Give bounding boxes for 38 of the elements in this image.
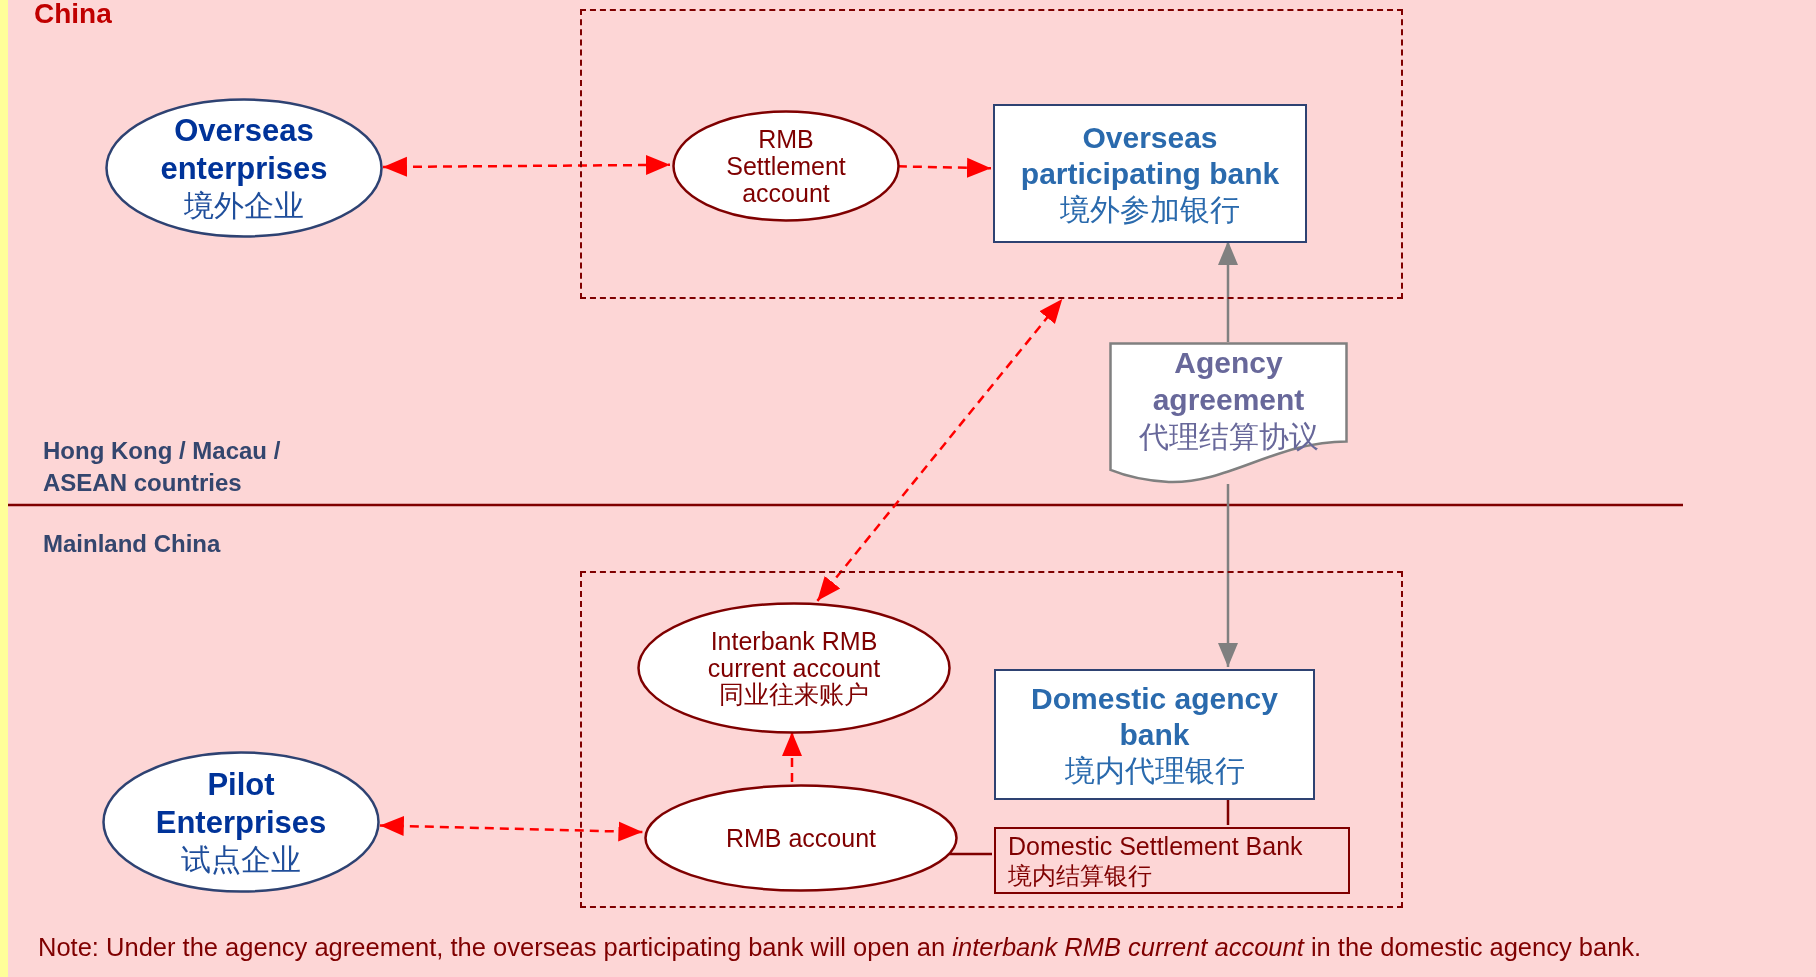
bank-name: Domestic Settlement Bank [1008,830,1303,861]
chinese-name: 试点企业 [181,842,301,878]
arrow [1218,484,1238,667]
bank-box [993,104,1307,243]
region-label: Hong Kong / Macau / ASEAN countries [43,436,282,498]
account-ellipse [637,602,951,734]
connector-line [1226,798,1230,825]
arrow [782,732,802,783]
arrow [379,816,643,842]
chinese-name: 境外企业 [184,188,304,224]
enterprise-ellipse [105,98,383,238]
entity-name: Pilot Enterprises [154,766,328,842]
arrow [382,155,671,177]
note-text: Note: Under the agency agreement, the overseas participating bank will open an interbank RMB current account in the domestic agency bank. [38,933,1642,962]
document-title: Agency agreement [1151,345,1306,418]
enterprise-ellipse [102,751,380,893]
chinese-name: 境内结算银行 [1008,861,1152,891]
account-name: RMB Settlement account [725,125,847,207]
bank-name: Domestic agency bank [1030,680,1279,753]
bank-box [994,827,1350,894]
chinese-name: 代理结算协议 [1138,419,1319,455]
bank-box [994,669,1315,800]
bank-name: Overseas participating bank [1019,119,1281,192]
account-ellipse [644,784,958,892]
account-name: RMB account [725,824,877,852]
connector-line [947,852,992,856]
arrow [1218,241,1238,342]
account-name: Interbank RMB current account [706,628,882,682]
dashed-boundary-box [580,571,1403,908]
arrow [816,298,1064,602]
entity-name: Overseas enterprises [159,112,329,188]
chinese-name: 同业往来账户 [719,682,869,708]
region-label: Mainland China [43,530,221,558]
region-title: China [34,0,112,30]
account-ellipse [672,110,900,222]
dashed-boundary-box [580,9,1403,299]
chinese-name: 境外参加银行 [1060,191,1240,228]
chinese-name: 境内代理银行 [1064,752,1245,789]
